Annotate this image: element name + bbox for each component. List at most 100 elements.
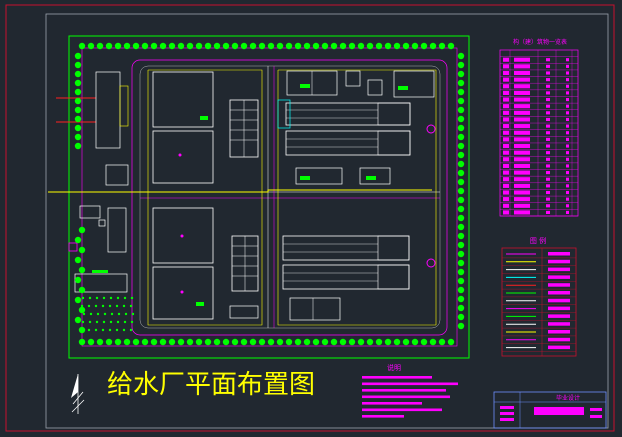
table-cell	[546, 131, 550, 135]
table-cell	[514, 97, 530, 102]
tree-icon	[132, 42, 140, 50]
tree-icon	[74, 70, 82, 78]
table-cell	[566, 164, 569, 168]
tree-icon	[457, 97, 465, 105]
tree-icon	[74, 142, 82, 150]
tree-icon	[457, 88, 465, 96]
tree-icon	[457, 322, 465, 330]
table-cell	[566, 157, 569, 161]
intake-sub	[119, 85, 129, 127]
table-cell	[514, 70, 530, 76]
flocculation-unit-bottom	[231, 235, 259, 292]
table-cell	[566, 151, 569, 155]
table-cell	[546, 137, 550, 141]
tree-icon	[122, 304, 126, 308]
table-cell	[503, 210, 509, 215]
table-cell	[546, 204, 550, 208]
tree-icon	[116, 296, 120, 300]
tree-icon	[457, 214, 465, 222]
tree-icon	[129, 304, 133, 308]
tree-icon	[81, 296, 85, 300]
reservoir-marker-2	[180, 290, 184, 294]
tree-icon	[411, 42, 419, 50]
valve-2	[196, 302, 204, 306]
tree-icon	[78, 246, 86, 254]
table-cell	[503, 197, 509, 202]
tree-icon	[438, 42, 446, 50]
tree-icon	[204, 42, 212, 50]
legend-label	[548, 330, 570, 334]
table-cell	[546, 117, 550, 122]
tree-rows	[74, 42, 465, 346]
table-cell	[503, 84, 509, 89]
tree-icon	[123, 42, 131, 50]
table-cell	[503, 124, 509, 129]
table-cell	[546, 171, 550, 175]
tree-icon	[457, 178, 465, 186]
building-2	[345, 70, 361, 87]
tree-icon	[330, 338, 338, 346]
building-3	[367, 79, 383, 96]
legend-frame	[501, 247, 577, 357]
tree-icon	[114, 42, 122, 50]
reservoir-4	[152, 266, 214, 320]
table-cell	[503, 90, 509, 95]
table-cell	[546, 197, 550, 201]
tree-icon	[457, 313, 465, 321]
legend-label	[548, 298, 570, 303]
legend-title: 图 例	[530, 236, 546, 245]
table-cell	[566, 137, 569, 141]
tree-icon	[186, 338, 194, 346]
tree-icon	[375, 42, 383, 50]
table-cell	[546, 84, 550, 88]
reservoir-3	[152, 207, 214, 264]
table-cell	[503, 97, 509, 102]
pump-block	[229, 305, 259, 319]
table-cell	[546, 97, 550, 102]
table-cell	[566, 171, 569, 175]
table-cell	[514, 77, 530, 82]
tree-icon	[109, 296, 113, 300]
tree-icon	[457, 205, 465, 213]
tree-icon	[89, 312, 93, 316]
tree-icon	[74, 296, 82, 304]
tree-icon	[74, 115, 82, 123]
tree-icon	[249, 338, 257, 346]
tree-icon	[130, 296, 134, 300]
table-cell	[566, 144, 569, 148]
tree-icon	[96, 312, 100, 316]
tree-icon	[411, 338, 419, 346]
flocculation-unit-top	[229, 99, 259, 158]
tree-icon	[114, 338, 122, 346]
tree-icon	[94, 304, 98, 308]
tree-icon	[96, 42, 104, 50]
table-cell	[566, 190, 569, 195]
tree-icon	[195, 338, 203, 346]
tree-icon	[457, 250, 465, 258]
tree-icon	[447, 42, 455, 50]
tree-icon	[122, 328, 126, 332]
table-cell	[566, 184, 569, 188]
sedimentation-tank-3	[282, 235, 410, 261]
tree-icon	[457, 241, 465, 249]
table-title: 构（建）筑物一览表	[513, 38, 567, 46]
table-cell	[503, 177, 509, 182]
reservoir-marker-3	[180, 234, 184, 238]
garage-label	[92, 270, 108, 273]
legend-label	[548, 267, 570, 272]
tree-icon	[285, 42, 293, 50]
table-cell	[514, 190, 530, 195]
tree-icon	[457, 142, 465, 150]
tree-icon	[231, 338, 239, 346]
tree-icon	[447, 338, 455, 346]
table-cell	[546, 71, 550, 75]
tree-icon	[74, 88, 82, 96]
tree-icon	[339, 338, 347, 346]
table-cell	[503, 143, 509, 149]
tree-icon	[103, 312, 107, 316]
table-cell	[514, 183, 530, 188]
tree-icon	[132, 338, 140, 346]
tree-icon	[123, 338, 131, 346]
table-cell	[503, 137, 509, 142]
table-cell	[566, 64, 569, 68]
